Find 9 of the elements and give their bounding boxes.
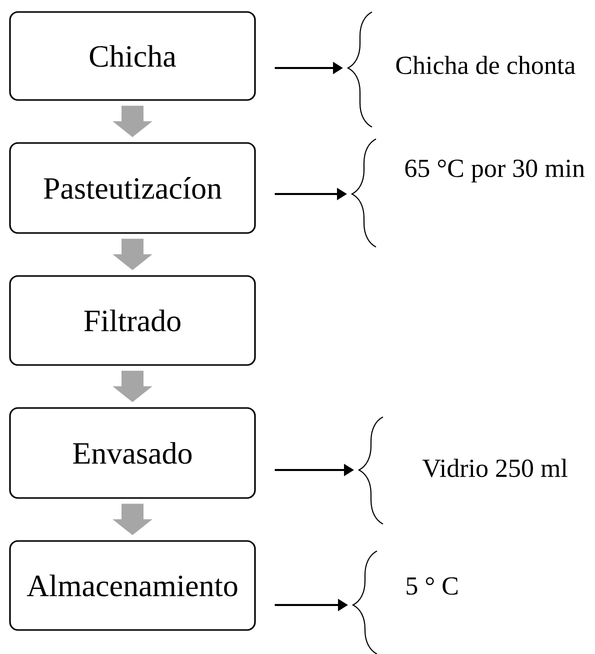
note-text: Chicha de chonta	[396, 56, 576, 74]
process-box: Envasado	[9, 407, 256, 499]
process-box: Filtrado	[9, 275, 256, 366]
note-text: 5 ° C	[406, 577, 458, 595]
process-box: Almacenamiento	[9, 540, 256, 631]
note-text: 65 °C por 30 min	[405, 160, 585, 182]
process-box: Pasteutizacíon	[9, 142, 256, 234]
process-box: Chicha	[9, 11, 256, 101]
note-text: Vidrio 250 ml	[422, 458, 568, 478]
